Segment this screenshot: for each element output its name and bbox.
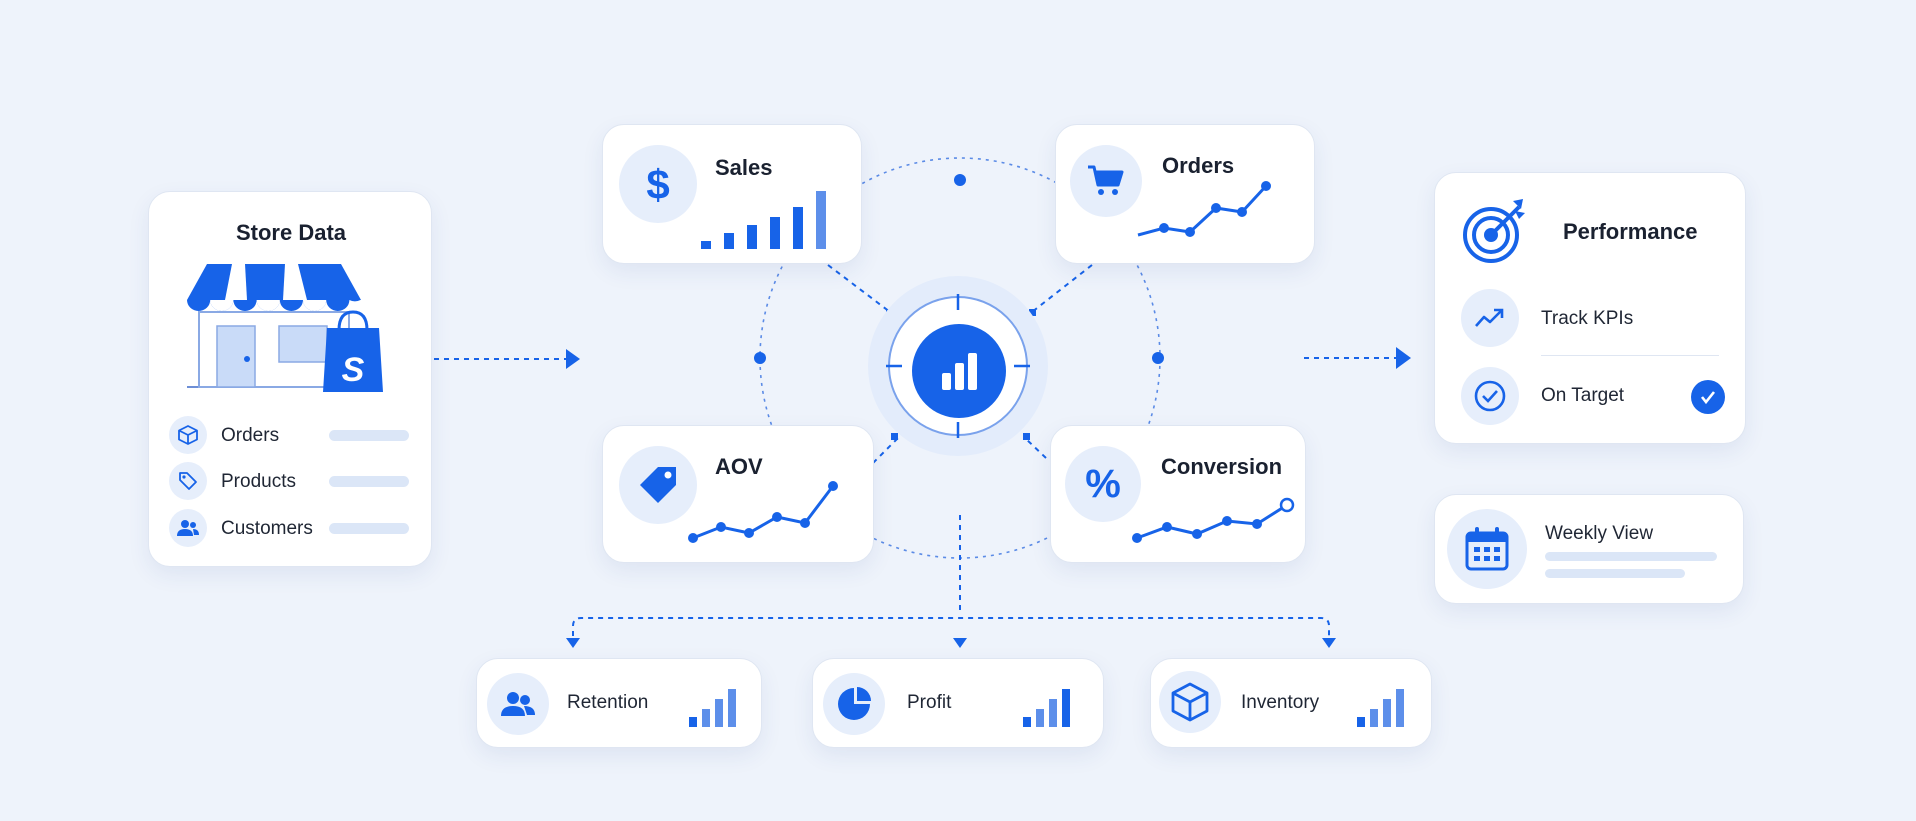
store-data-card[interactable]: Store Data S Orders Products Customers	[148, 191, 432, 567]
orders-title: Orders	[1162, 153, 1235, 178]
profit-bar-sparkline	[1023, 689, 1070, 727]
orders-card[interactable]: Orders	[1055, 124, 1315, 264]
users-icon	[501, 692, 535, 716]
performance-card[interactable]: Performance Track KPIs On Target	[1434, 172, 1746, 444]
track-kpis-label: Track KPIs	[1541, 308, 1634, 329]
svg-text:$: $	[646, 162, 669, 206]
aov-title: AOV	[715, 454, 763, 479]
target-icon	[1463, 199, 1525, 263]
retention-card[interactable]: Retention	[476, 658, 762, 748]
pie-chart-icon	[838, 687, 871, 720]
storefront-icon: S	[187, 264, 383, 392]
percent-icon: %	[1085, 461, 1121, 506]
retention-label: Retention	[567, 692, 649, 713]
orbit-dot-left	[754, 352, 766, 364]
trend-up-icon	[1475, 308, 1504, 327]
bar-chart-icon	[942, 353, 977, 390]
conversion-title: Conversion	[1161, 454, 1283, 479]
checkmark-icon	[1700, 391, 1716, 405]
profit-label: Profit	[907, 692, 952, 713]
conversion-card[interactable]: % Conversion	[1050, 425, 1306, 563]
cart-icon	[1088, 165, 1124, 195]
store-item-products: Products	[221, 471, 296, 492]
performance-divider	[1541, 355, 1719, 356]
dollar-icon: $	[646, 162, 669, 206]
calendar-icon	[1465, 527, 1509, 571]
sales-card[interactable]: $ Sales	[602, 124, 862, 264]
conversion-line-sparkline	[1132, 497, 1295, 543]
price-tag-icon	[640, 467, 676, 503]
spoke-conversion	[1024, 437, 1047, 459]
on-target-label: On Target	[1541, 385, 1625, 406]
box-icon	[178, 425, 198, 445]
weekly-view-card[interactable]: Weekly View	[1434, 494, 1744, 604]
orders-line-sparkline	[1137, 181, 1271, 237]
aov-card[interactable]: AOV	[602, 425, 874, 563]
distribution-bus	[572, 617, 1330, 636]
svg-text:S: S	[342, 351, 365, 389]
aov-line-sparkline	[688, 481, 838, 543]
inventory-bar-sparkline	[1357, 689, 1404, 727]
on-target-check[interactable]	[1691, 380, 1725, 414]
check-circle-icon	[1474, 380, 1506, 412]
hub-crosshair	[886, 294, 1030, 438]
sales-bar-sparkline	[701, 191, 826, 249]
store-data-title: Store Data	[235, 220, 347, 245]
spoke-sales	[827, 264, 891, 313]
retention-bar-sparkline	[689, 689, 736, 727]
store-item-orders: Orders	[221, 425, 280, 446]
performance-title: Performance	[1563, 219, 1698, 244]
hub-core[interactable]	[912, 324, 1006, 418]
orbit-dot-top	[954, 174, 966, 186]
profit-card[interactable]: Profit	[812, 658, 1104, 748]
inventory-card[interactable]: Inventory	[1150, 658, 1432, 748]
tag-icon	[179, 472, 197, 490]
orbit-dot-right	[1152, 352, 1164, 364]
inventory-label: Inventory	[1241, 692, 1320, 713]
cube-icon	[1171, 682, 1209, 722]
sales-title: Sales	[715, 155, 773, 180]
spoke-orders	[1031, 264, 1093, 313]
users-icon	[177, 520, 199, 536]
store-item-customers: Customers	[221, 518, 313, 539]
weekly-view-label: Weekly View	[1545, 523, 1654, 544]
